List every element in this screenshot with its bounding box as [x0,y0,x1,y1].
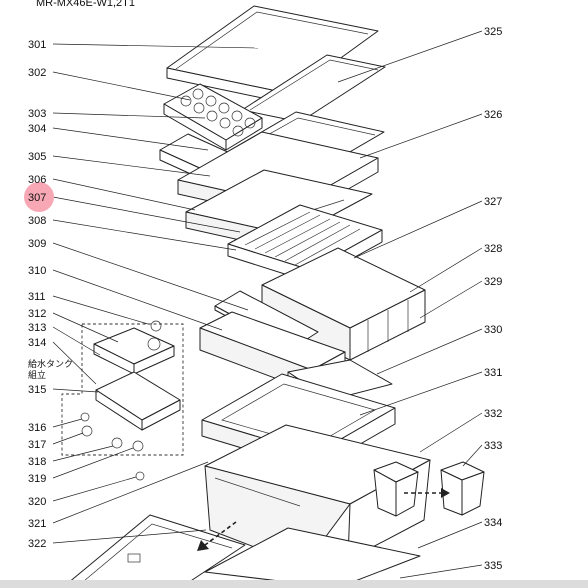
label-335: 335 [484,560,502,572]
model-number: MR-MX46E-W1,2T1 [36,0,135,9]
label-328: 328 [484,243,502,255]
highlight-marker [24,182,54,212]
label-331: 331 [484,367,502,379]
part-328-case [261,247,426,361]
label-315: 315 [28,384,46,396]
water-tank-group [61,320,184,481]
label-319: 319 [28,473,46,485]
bottom-scroll-strip[interactable] [0,580,588,588]
move-arrow-right [404,488,450,498]
group-label-line2: 組立 [28,369,46,380]
label-316: 316 [28,422,46,434]
part-301-shelf [166,5,379,105]
label-310: 310 [28,265,46,277]
part-332-inner-cup [373,461,419,517]
label-303: 303 [28,108,46,120]
label-320: 320 [28,496,46,508]
label-322: 322 [28,538,46,550]
callout-labels: 301 302 303 304 305 306 307 308 309 310 … [28,26,502,572]
label-313: 313 [28,322,46,334]
label-306: 306 [28,174,46,186]
label-329: 329 [484,276,502,288]
leader-lines [52,30,483,579]
label-311: 311 [28,291,46,303]
label-332: 332 [484,408,502,420]
label-314: 314 [28,337,46,349]
label-334: 334 [484,517,502,529]
part-333-cup [440,461,485,516]
label-333: 333 [484,440,502,452]
label-307: 307 [28,192,46,204]
label-327: 327 [484,196,502,208]
part-302-egg-tray [163,83,263,151]
label-309: 309 [28,238,46,250]
label-301: 301 [28,39,46,51]
label-330: 330 [484,324,502,336]
move-arrow-down-left [197,521,237,551]
label-321: 321 [28,518,46,530]
part-322-tray [61,514,246,588]
part-325-glass [241,54,386,123]
group-label-line1: 給水タンク [28,358,73,369]
label-312: 312 [28,308,46,320]
label-318: 318 [28,456,46,468]
label-308: 308 [28,215,46,227]
label-325: 325 [484,26,502,38]
label-302: 302 [28,67,46,79]
label-305: 305 [28,151,46,163]
label-317: 317 [28,439,46,451]
label-304: 304 [28,123,46,135]
label-326: 326 [484,109,502,121]
